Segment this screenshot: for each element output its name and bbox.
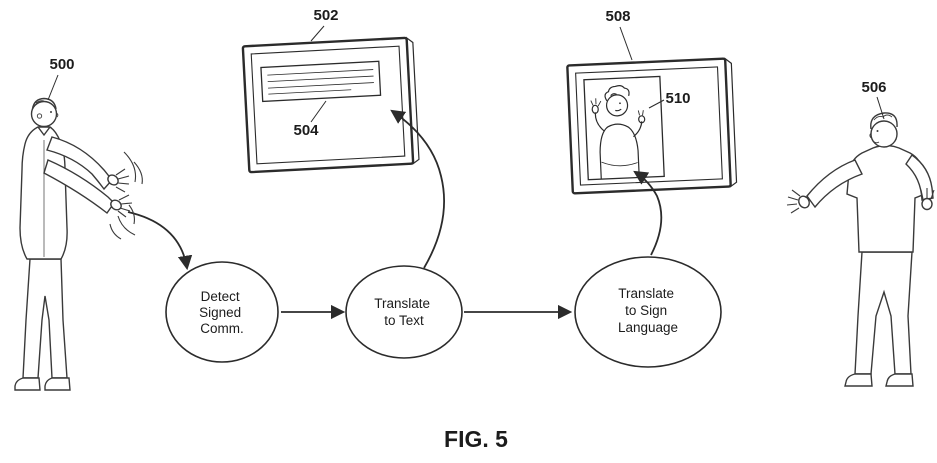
viewer-arm-left (806, 159, 863, 209)
viewer-hand-fingers (920, 188, 935, 200)
signer-nose (56, 112, 59, 118)
leader-line-signer (47, 74, 59, 101)
translate-text-node-label: Translate to Text (374, 296, 434, 328)
signer-eye (50, 111, 52, 113)
viewer-eye (876, 130, 879, 132)
signer-pants (22, 258, 68, 379)
translate-sign-node (574, 256, 722, 368)
ref-label-text-region: 504 (293, 122, 319, 139)
figure-caption: FIG. 5 (444, 426, 508, 452)
ref-label-text-display: 502 (313, 7, 338, 24)
sign-video-box (583, 75, 665, 181)
leader-line-text-region (310, 100, 327, 123)
viewer-head (870, 120, 898, 148)
signer-arm-lower (43, 159, 115, 215)
viewer-hand (921, 197, 933, 211)
viewer-hand (798, 195, 810, 209)
leader-line-sign-display (619, 26, 633, 61)
detect-node-line: Signed (199, 305, 241, 320)
arrow-translate-sign-to-display (633, 170, 663, 256)
on-screen-signer (590, 85, 646, 180)
signer-hand-fingers (117, 194, 133, 218)
signer-person (14, 97, 143, 391)
translate-text-node-line: to Text (384, 313, 424, 328)
viewer-person (786, 112, 935, 387)
translate-text-node-line: Translate (374, 296, 430, 311)
ref-label-viewer: 506 (861, 79, 886, 96)
signer-hair (31, 97, 57, 110)
translate-text-node (345, 265, 463, 359)
signer-hand (107, 174, 119, 186)
viewer-shoe (885, 373, 914, 387)
process-nodes: Detect Signed Comm. Translate to Text Tr… (165, 256, 722, 368)
detect-node (165, 261, 279, 363)
leader-line-sign-region (648, 99, 665, 109)
detect-node-label: Detect Signed Comm. (199, 289, 245, 336)
motion-lines (109, 151, 143, 240)
text-display-screen (241, 36, 420, 174)
translate-sign-node-line: to Sign (625, 303, 667, 318)
caption-text-box (260, 60, 382, 103)
viewer-shoe (844, 373, 873, 387)
reference-labels: 500 502 504 508 510 506 (47, 7, 887, 139)
signer-hair-detail (35, 100, 45, 104)
ref-label-signer: 500 (49, 56, 74, 73)
arrow-translate-text-to-display (390, 109, 445, 269)
viewer-pants (854, 251, 913, 375)
arrow-hands-to-detect (127, 211, 193, 271)
leader-line-viewer (876, 96, 885, 120)
ref-label-sign-region: 510 (665, 90, 690, 107)
signer-hand-fingers (115, 168, 130, 193)
translate-sign-node-line: Translate (618, 286, 674, 301)
detect-node-line: Comm. (200, 321, 244, 336)
leader-line-text-display (310, 25, 325, 42)
signer-ear (36, 113, 43, 119)
signer-shoe (44, 377, 71, 391)
viewer-nose (869, 132, 872, 139)
ref-label-sign-display: 508 (605, 8, 630, 25)
signer-arm-upper (46, 136, 113, 191)
flow-arrows (127, 109, 663, 320)
sign-display-screen (566, 57, 738, 195)
viewer-mouth (872, 140, 880, 144)
translate-sign-node-label: Translate to Sign Language (618, 286, 678, 335)
signer-collar (37, 126, 51, 137)
signer-head (30, 100, 58, 128)
viewer-hair (870, 112, 898, 130)
translate-sign-node-line: Language (618, 320, 678, 335)
viewer-hand-fingers (786, 189, 801, 214)
caption-text-lines (267, 69, 374, 95)
detect-node-line: Detect (201, 289, 240, 304)
signer-shoe (14, 377, 41, 391)
